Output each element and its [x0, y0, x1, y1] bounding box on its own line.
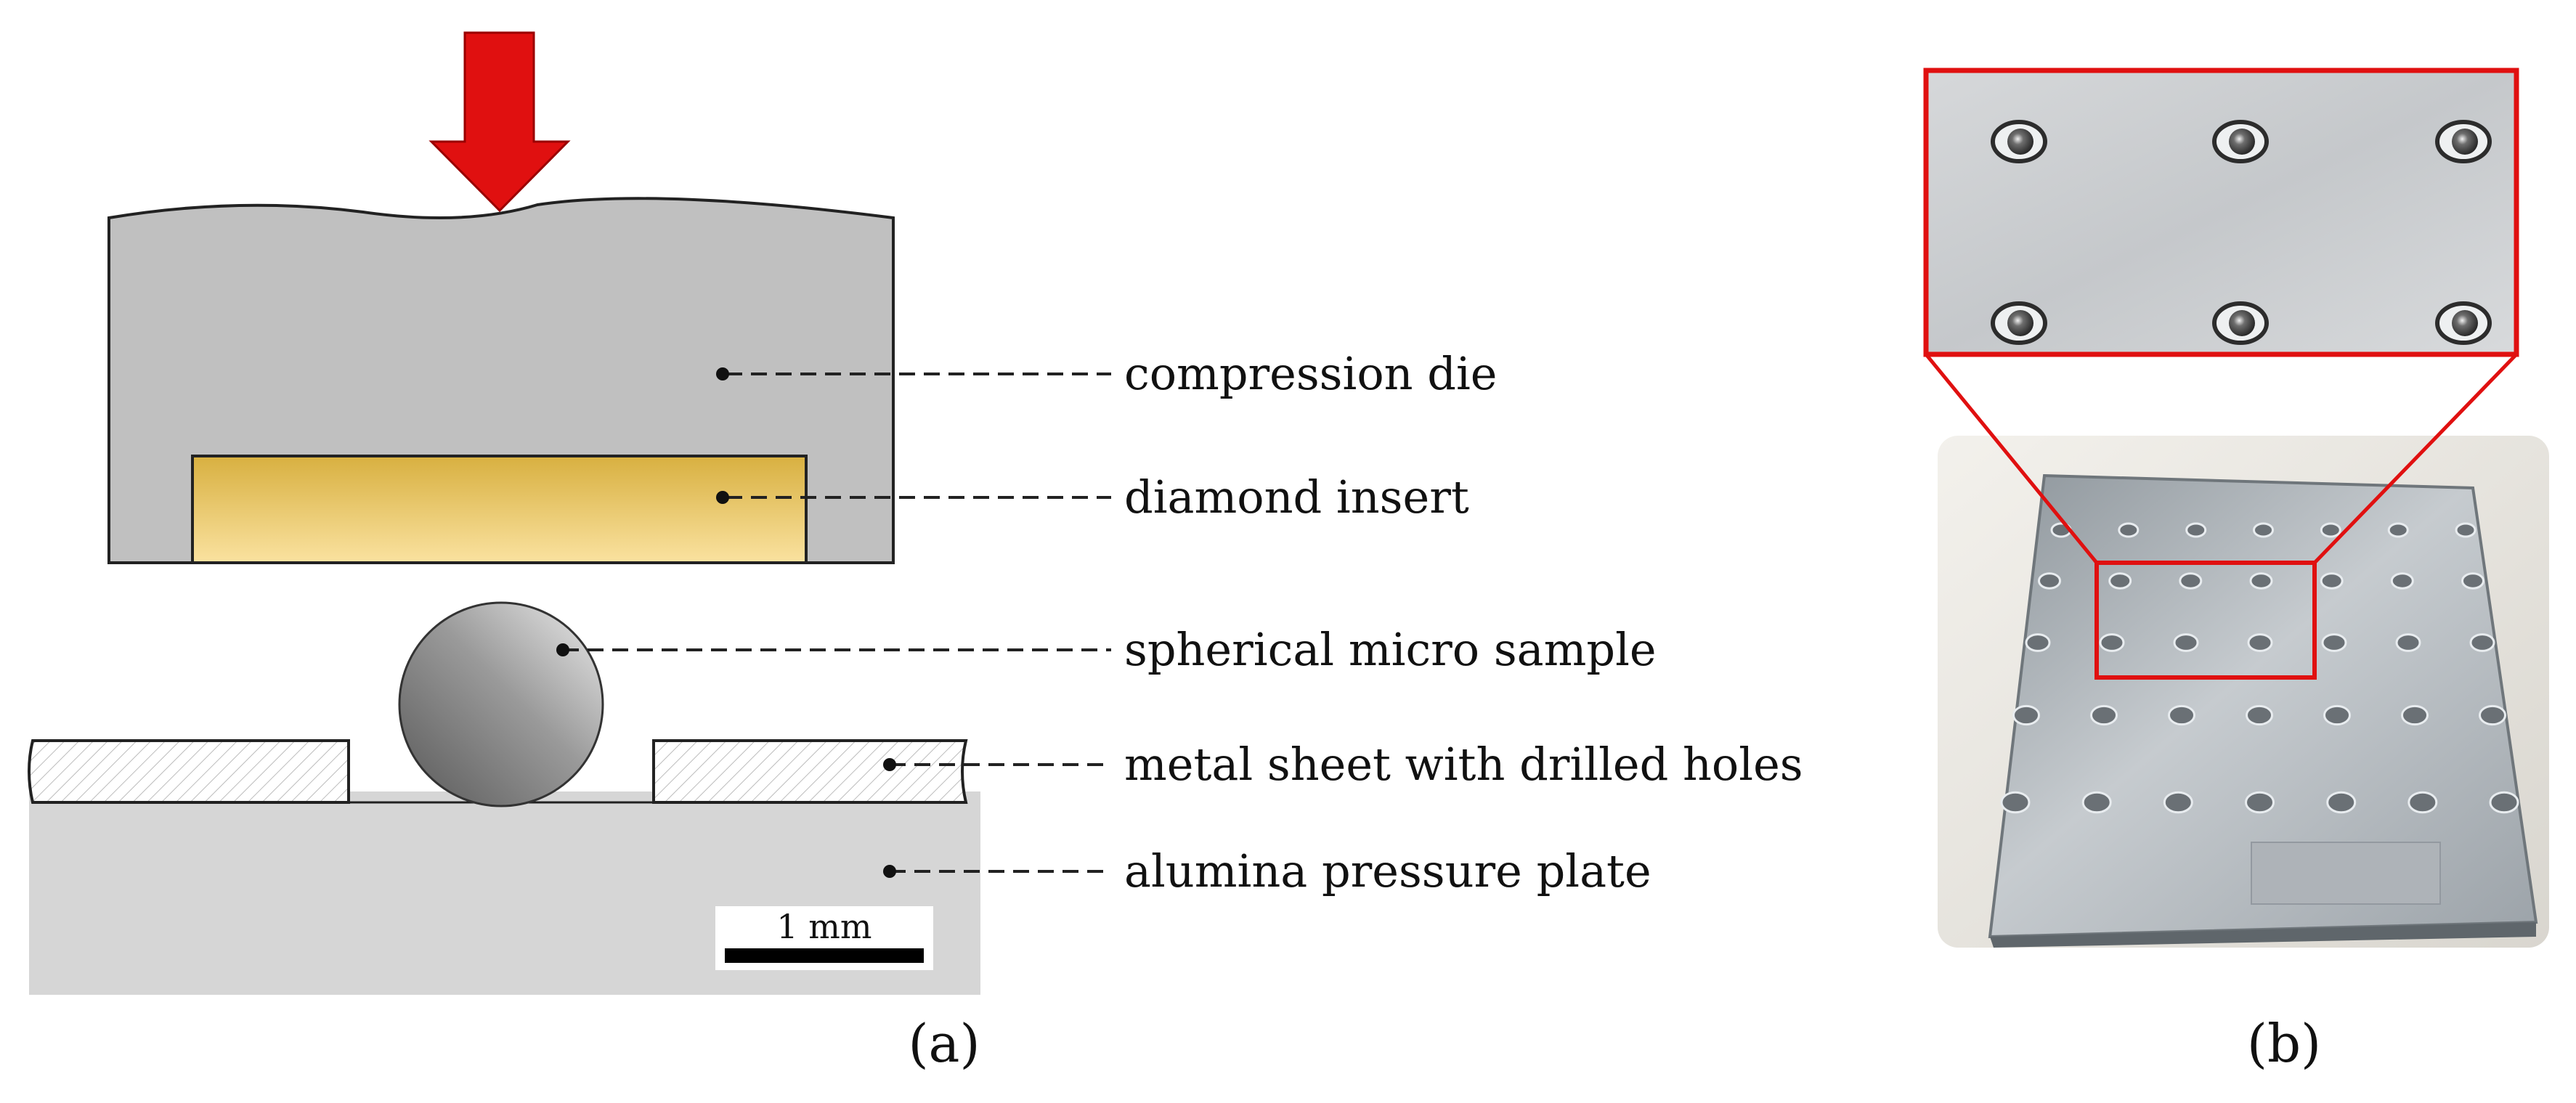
photo-hole-grid: [2000, 522, 2519, 814]
panel-label-a: (a): [908, 1013, 980, 1074]
photo-hole: [2320, 572, 2344, 590]
zoom-hole: [2212, 301, 2269, 345]
photo-hole: [2326, 791, 2357, 814]
zoom-hole: [1991, 120, 2047, 163]
photo-hole: [2168, 704, 2195, 726]
photo-hole: [2249, 572, 2273, 590]
photo-hole: [2038, 572, 2061, 590]
photo-hole: [2390, 572, 2414, 590]
photo-hole: [2163, 791, 2193, 814]
zoom-inset: [1923, 68, 2519, 357]
photo-hole: [2000, 791, 2031, 814]
photo-hole: [2081, 791, 2112, 814]
photo-hole: [2323, 704, 2351, 726]
spherical-micro-sample: [398, 601, 604, 807]
photo-hole: [2118, 522, 2140, 538]
photo-hole: [2489, 791, 2519, 814]
photo-hole: [2455, 522, 2477, 538]
photo-hole: [2090, 704, 2118, 726]
label-diamond-insert: diamond insert: [1124, 471, 1469, 524]
force-arrow-icon: [428, 31, 571, 213]
zoom-hole: [2435, 301, 2492, 345]
photo-hole: [2025, 633, 2051, 652]
leader-lines: [563, 373, 1111, 873]
photo-hole: [2012, 704, 2040, 726]
scale-bar-label: 1 mm: [776, 907, 871, 946]
photo-hole: [2469, 633, 2495, 652]
label-spherical-sample: spherical micro sample: [1124, 623, 1657, 676]
photo-hole: [2099, 633, 2125, 652]
panel-label-b: (b): [2247, 1013, 2321, 1074]
photo-hole: [2185, 522, 2207, 538]
zoom-hole: [2435, 120, 2492, 163]
label-compression-die: compression die: [1124, 347, 1498, 400]
zoom-connector-left: [1925, 353, 2098, 564]
zoom-connector-right: [2313, 353, 2518, 564]
photo-hole: [2245, 791, 2275, 814]
leader-dots: [556, 367, 896, 878]
metal-sheet-left: [28, 739, 350, 804]
photo-hole: [2179, 572, 2203, 590]
photo-hole: [2395, 633, 2421, 652]
scale-bar: 1 mm: [715, 906, 933, 970]
label-alumina-plate: alumina pressure plate: [1124, 844, 1651, 898]
zoom-hole-grid: [1991, 120, 2492, 345]
photo-hole: [2253, 522, 2274, 538]
photo-hole: [2320, 522, 2341, 538]
schematic-panel: compression die diamond insert spherical…: [28, 31, 1803, 1074]
photo-hole: [2401, 704, 2429, 726]
photo-hole: [2479, 704, 2506, 726]
photo-hole: [2387, 522, 2409, 538]
photo-hole: [2108, 572, 2132, 590]
photo-sheet-edge: [1990, 922, 2536, 948]
zoom-hole: [1991, 301, 2047, 345]
photo-hole: [2408, 791, 2438, 814]
metal-sheet-right: [652, 739, 968, 804]
photo-hole: [2246, 704, 2273, 726]
photo-hole: [2173, 633, 2199, 652]
zoom-source-frame: [2094, 561, 2317, 680]
photo-hole: [2321, 633, 2347, 652]
label-metal-sheet: metal sheet with drilled holes: [1124, 738, 1803, 791]
photo-hole: [2247, 633, 2273, 652]
photo-label-patch: [2251, 842, 2441, 905]
zoom-hole: [2212, 120, 2269, 163]
diamond-insert: [191, 455, 808, 564]
photo-panel: (b): [1923, 68, 2549, 1074]
compression-die: [107, 197, 895, 564]
photo-hole: [2461, 572, 2484, 590]
